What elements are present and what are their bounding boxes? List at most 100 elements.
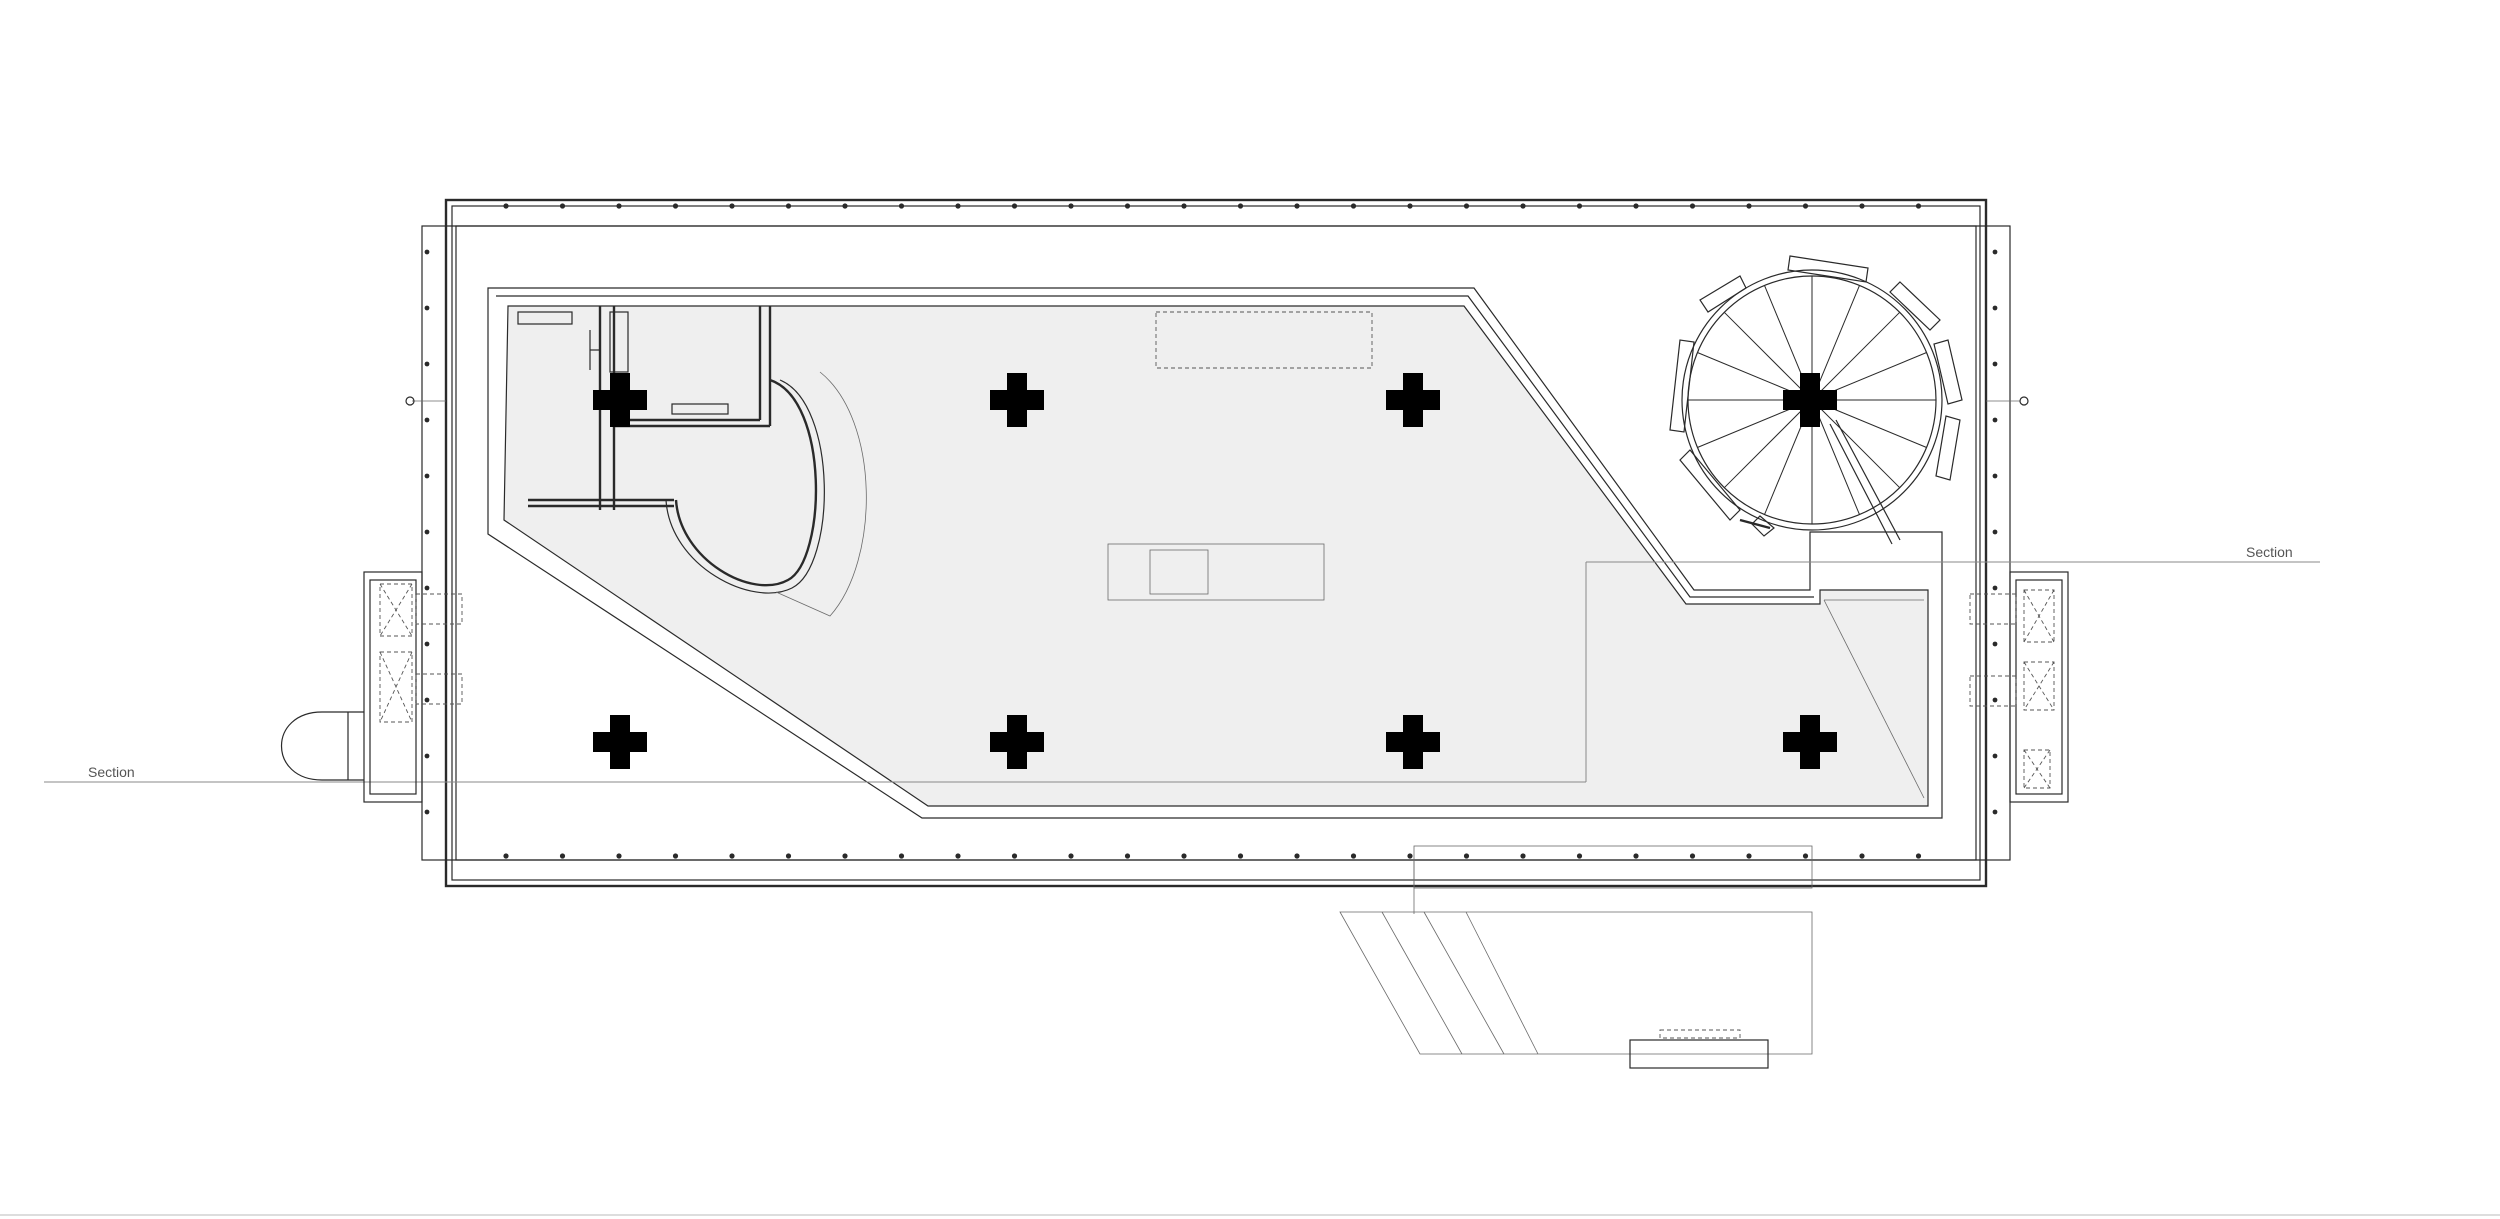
stair-tread [1723,399,1813,489]
bolt [1237,853,1244,859]
bolt [1746,853,1752,859]
bolt [1407,203,1413,209]
facade-bolts-right [1992,249,1998,815]
bolt [616,853,622,859]
bolt [1992,473,1998,479]
bolt [1746,203,1752,209]
bolt [842,203,848,209]
bolt [1463,853,1470,859]
bolt [1124,853,1131,859]
bolt [1350,203,1357,209]
column [1386,715,1440,769]
bolt [1520,853,1526,859]
bolt [1068,853,1074,859]
bolt [729,853,735,859]
bolt [1068,203,1074,209]
bolt [729,203,735,209]
bolt [424,697,430,703]
bolt [503,203,509,209]
bolt [1915,853,1922,859]
bolt [1350,853,1357,859]
bolt [1992,753,1998,759]
bolt [1407,853,1413,859]
column [990,373,1044,427]
facade-bolts-left [424,249,430,815]
bolt [1294,853,1300,859]
bolt [1689,203,1696,209]
bolt [1992,305,1998,311]
bolt [1633,203,1639,209]
stair-tread [1811,399,1901,489]
spiral-stair-rail [1739,419,1901,545]
column [1783,715,1837,769]
bolt [424,473,430,479]
bolt [616,203,622,209]
bolt [1992,529,1998,535]
bolt [1011,203,1018,209]
bolt [842,853,848,859]
bolt [785,203,792,209]
section-line-left [44,562,1587,783]
bolt [503,853,509,859]
bolt [1181,853,1187,859]
bolt [1915,203,1922,209]
bolt [1802,203,1809,209]
stair-tread [1723,311,1813,401]
axis-marker-left [405,396,446,406]
left-annex [280,571,463,803]
bolt [1992,361,1998,367]
bolt [1463,203,1470,209]
stair-tread [1811,311,1901,401]
bolt [424,249,430,255]
right-annex [1969,571,2069,803]
bolt [1520,203,1526,209]
bolt [1802,853,1809,859]
outer-frame [421,198,2011,888]
bolt [1237,203,1244,209]
bolt [424,417,430,423]
bolt [424,529,430,535]
axis-marker-right [1986,396,2029,406]
floor-plate [487,287,1943,819]
bolt [1992,809,1998,815]
bolt [955,853,961,859]
bolt [1859,203,1865,209]
column [1783,373,1837,427]
spiral-stair-flanges [1669,255,1963,537]
column [1386,373,1440,427]
bolt [1124,203,1131,209]
bolt [898,853,905,859]
entrance-ramp [1339,845,1813,1069]
bolt [424,361,430,367]
bolt [1859,853,1865,859]
bolt [955,203,961,209]
bolt [559,203,566,209]
bolt [1576,853,1583,859]
stair-void [1823,599,1925,799]
bolt [559,853,566,859]
bolt [1992,641,1998,647]
bolt [1633,853,1639,859]
facade-bolts-bottom [503,853,1922,859]
section-label-right: Section [2246,544,2293,560]
bolt [1992,417,1998,423]
bolt [424,809,430,815]
bolt [785,853,792,859]
bolt [1689,853,1696,859]
column [593,715,647,769]
curved-wall [665,371,867,617]
bolt [1992,697,1998,703]
bolt [898,203,905,209]
bolt [1011,853,1018,859]
column [593,373,647,427]
bolt [424,641,430,647]
bolt [672,853,679,859]
bolt [424,585,430,591]
bolt [1992,585,1998,591]
central-counter [1107,543,1325,601]
roof-hatch [1155,311,1373,369]
bolt [672,203,679,209]
bolt [424,753,430,759]
section-label-left: Section [88,764,135,780]
